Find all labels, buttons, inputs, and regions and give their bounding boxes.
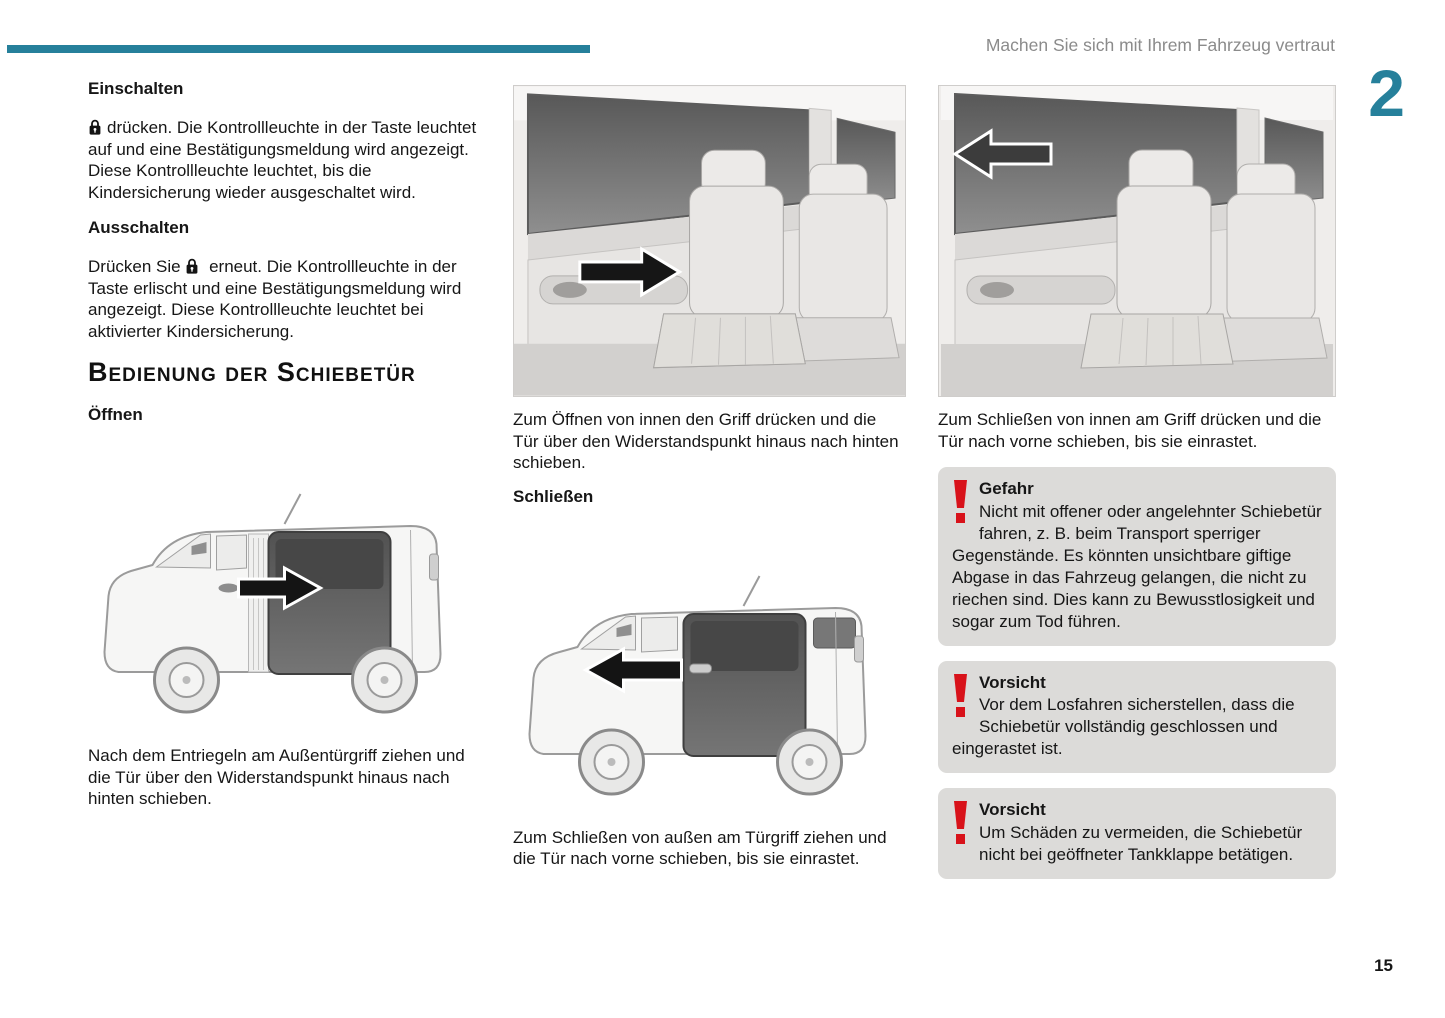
heading-schliessen: Schließen — [513, 486, 594, 506]
warning-exclamation-icon — [952, 480, 969, 524]
warning-exclamation-icon — [952, 801, 969, 845]
warning-text: Nicht mit offener oder angelehnter Schie… — [952, 501, 1322, 631]
paragraph-text: Drücken Sie — [88, 257, 181, 276]
warning-text: Um Schäden zu vermeiden, die Schiebetür … — [979, 822, 1303, 864]
left-column: Einschalten drücken. Die Kontrollleuchte… — [88, 78, 481, 810]
page-number: 15 — [1374, 956, 1393, 975]
warning-title: Vorsicht — [979, 672, 1046, 692]
page-header: Machen Sie sich mit Ihrem Fahrzeug vertr… — [985, 35, 1335, 55]
direction-arrow-icon — [578, 246, 683, 298]
direction-arrow-icon — [237, 565, 324, 611]
paragraph-ausschalten: Drücken Sie erneut. Die Kontrollleuchte … — [88, 256, 481, 342]
warning-box-gefahr: Gefahr Nicht mit offener oder angelehnte… — [938, 467, 1336, 646]
van-interior-open-handle-photo — [513, 85, 906, 397]
heading-ausschalten: Ausschalten — [88, 218, 190, 237]
child-lock-icon — [185, 257, 199, 275]
direction-arrow-icon — [582, 645, 683, 694]
warning-box-vorsicht-1: Vorsicht Vor dem Losfahren sicherstellen… — [938, 660, 1336, 773]
warning-exclamation-icon — [952, 673, 969, 718]
warning-title: Vorsicht — [979, 800, 1046, 819]
van-interior-close-handle-photo — [938, 85, 1336, 397]
heading-oeffnen: Öffnen — [88, 405, 143, 424]
caption-close-outside: Zum Schließen von außen am Türgriff zieh… — [513, 827, 887, 869]
paragraph-text: erneut. Die Kontrollleuchte in der Taste… — [88, 257, 462, 341]
van-exterior-door-closing-illustration — [513, 520, 906, 815]
child-lock-icon — [88, 118, 102, 136]
heading-einschalten: Einschalten — [88, 79, 184, 98]
chapter-number: 2 — [1368, 56, 1405, 130]
middle-column: Zum Öffnen von innen den Griff drücken u… — [513, 85, 906, 870]
van-exterior-door-open-illustration — [88, 438, 481, 733]
chapter-accent-bar — [7, 45, 590, 53]
warning-box-vorsicht-2: Vorsicht Um Schäden zu vermeiden, die Sc… — [938, 788, 1336, 879]
section-title-schiebetuer: Bedienung der Schiebetür — [88, 357, 416, 387]
right-column: Zum Schließen von innen am Griff drücken… — [938, 85, 1336, 879]
caption-open-inside: Zum Öffnen von innen den Griff drücken u… — [513, 410, 899, 472]
paragraph-einschalten: drücken. Die Kontrollleuchte in der Tast… — [88, 117, 481, 203]
paragraph-text: drücken. Die Kontrollleuchte in der Tast… — [88, 118, 477, 202]
caption-close-inside: Zum Schließen von innen am Griff drücken… — [938, 410, 1322, 451]
direction-arrow-icon — [952, 128, 1053, 180]
warning-title: Gefahr — [979, 479, 1034, 498]
caption-open-outside: Nach dem Entriegeln am Außentürgriff zie… — [88, 746, 465, 808]
warning-text: Vor dem Losfahren sicherstellen, dass di… — [952, 695, 1295, 758]
